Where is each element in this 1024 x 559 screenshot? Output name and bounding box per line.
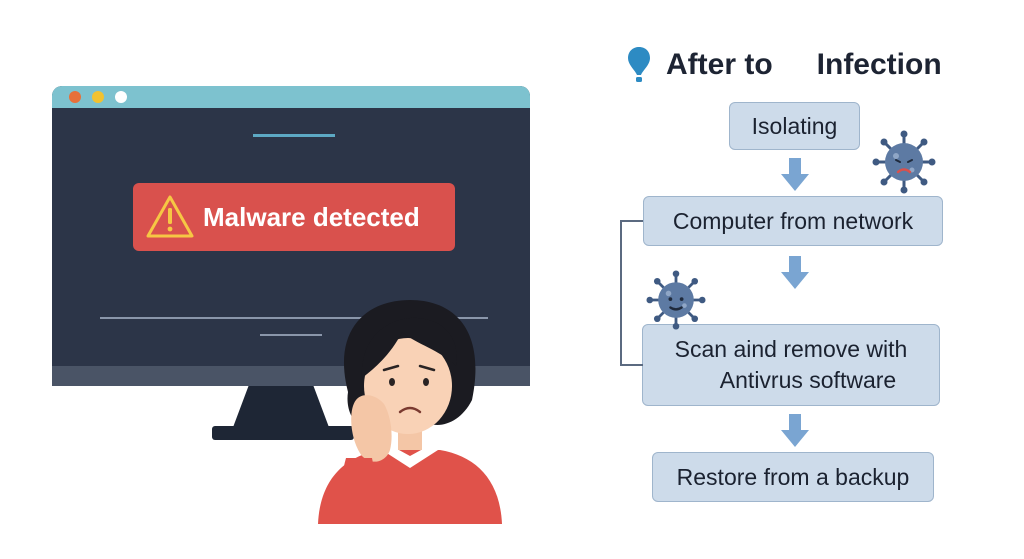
- flow-connector-bracket: [620, 220, 643, 366]
- eye-left: [389, 378, 395, 386]
- monitor-stand: [232, 382, 330, 430]
- diagram-title: After to Infection: [626, 40, 942, 90]
- step-2-label: Computer from network: [672, 207, 914, 234]
- step-box-scan-remove: Scan aind remove with Antivrus software: [642, 324, 940, 406]
- hand: [351, 395, 392, 462]
- eyebrow-left: [382, 364, 400, 372]
- title-part-2: Infection: [816, 48, 942, 81]
- eyebrow-right: [418, 364, 436, 372]
- mouth: [398, 406, 422, 414]
- virus-icon: [872, 130, 936, 194]
- warning-icon: [146, 195, 194, 238]
- worried-person: [318, 300, 502, 524]
- collar: [382, 444, 438, 468]
- hair-front: [361, 317, 457, 378]
- step-box-computer-from-network: Computer from network: [643, 196, 943, 246]
- window-dot-close: [69, 91, 81, 103]
- step-4-label: Restore from a backup: [676, 463, 910, 490]
- window-dot-minimize: [92, 91, 104, 103]
- window-dot-maximize: [115, 91, 127, 103]
- step-box-isolating: Isolating: [729, 102, 860, 150]
- step-1-label: Isolating: [751, 112, 838, 139]
- flow-arrow-1: [781, 158, 809, 191]
- step-box-restore-backup: Restore from a backup: [652, 452, 934, 502]
- flow-arrow-3: [781, 414, 809, 447]
- malware-illustration: Malware detected: [52, 86, 530, 524]
- step-3-label-line-1: Scan aind remove with: [674, 336, 908, 362]
- screen-line-low: [260, 334, 322, 336]
- browser-bar: [52, 86, 530, 108]
- title-part-1: After to: [666, 48, 773, 81]
- flow-arrow-2: [781, 256, 809, 289]
- step-3-label-line-2: Antivrus software: [719, 367, 897, 393]
- lightbulb-pin-icon: [628, 47, 650, 82]
- malware-alert-text: Malware detected: [203, 202, 420, 232]
- malware-alert-banner: [133, 183, 455, 251]
- screen-line-mid: [100, 317, 488, 319]
- eye-right: [423, 378, 429, 386]
- virus-icon: [646, 270, 706, 330]
- arm: [340, 458, 380, 524]
- monitor-base: [212, 426, 354, 440]
- screen-line-top: [253, 134, 335, 137]
